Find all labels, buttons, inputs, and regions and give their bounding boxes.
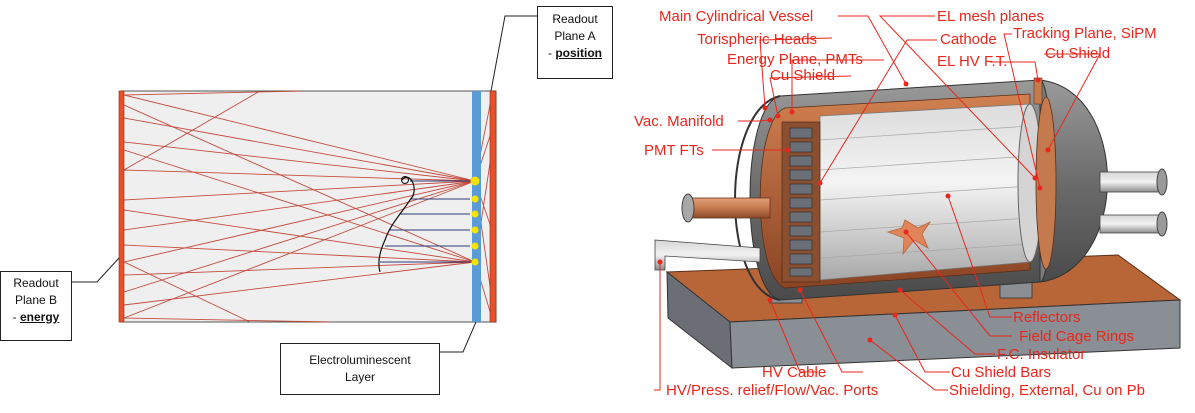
plane-a-line3: - position [538, 45, 612, 62]
tracking-plane-disk [1035, 96, 1057, 270]
label-main-cylindrical-vessel: Main Cylindrical Vessel [659, 8, 813, 25]
label-dots [657, 77, 1051, 343]
track-curl [401, 176, 409, 184]
label-cathode: Cathode [940, 31, 997, 48]
shielding-platform-side [729, 299, 1181, 369]
particle-track [378, 176, 415, 273]
label-hv-ports: HV/Press. relief/Flow/Vac. Ports [666, 382, 878, 399]
plane-a-callout: Readout Plane A - position [537, 6, 613, 79]
label-shielding-external: Shielding, External, Cu on Pb [949, 382, 1145, 399]
field-cage-panel-lines [819, 125, 1031, 259]
right-port-bottom-flange [1156, 211, 1168, 237]
drift-chamber [120, 90, 497, 323]
energy-plane-pmts [781, 121, 821, 283]
tpc-schematic [72, 15, 537, 353]
plane-b-callout: Readout Plane B - energy [0, 271, 72, 341]
next-detector-cutaway: Main Cylindrical Vessel Torispheric Head… [634, 8, 1182, 399]
drift-lines [380, 180, 470, 263]
label-el-mesh-planes: EL mesh planes [937, 8, 1044, 25]
label-cu-shield-outer: Cu Shield [1045, 45, 1110, 62]
label-field-cage-rings: Field Cage Rings [1019, 328, 1134, 345]
plane-b-prefix: - [12, 310, 20, 324]
plane-b-keyword: energy [19, 310, 60, 324]
plane-a-line1: Readout [552, 12, 598, 26]
plane-b-line2: Plane B [14, 293, 58, 307]
label-leaders [654, 15, 1101, 391]
plane-a-line2: Plane A [554, 29, 596, 43]
label-torispheric-heads: Torispheric Heads [697, 31, 817, 48]
event-star [886, 219, 932, 256]
readout-plane-b-plate [118, 90, 125, 323]
right-port-top-flange [1156, 168, 1168, 196]
el-flashes [470, 176, 480, 266]
readout-plane-a-plate [489, 90, 497, 323]
right-port-bottom [1099, 214, 1161, 234]
label-el-hv-ft: EL HV F.T. [937, 53, 1007, 70]
label-reflectors: Reflectors [1013, 309, 1081, 326]
el-layer-leader [440, 321, 477, 353]
label-cu-shield-inner: Cu Shield [770, 67, 835, 84]
plane-a-leader [490, 15, 537, 92]
el-layer-line2: Layer [344, 370, 376, 384]
label-fc-insulator: F.C. Insulator [997, 346, 1085, 363]
plane-b-leader [72, 257, 120, 283]
plane-a-prefix: - [547, 46, 556, 60]
light-rays [123, 90, 493, 323]
label-energy-plane-pmts: Energy Plane, PMTs [727, 51, 863, 68]
detector-labels: Main Cylindrical Vessel Torispheric Head… [634, 8, 1157, 399]
label-tracking-plane-sipm: Tracking Plane, SiPM [1013, 25, 1157, 42]
plane-a-keyword: position [555, 46, 602, 60]
label-hv-cable: HV Cable [762, 364, 826, 381]
label-vac-manifold: Vac. Manifold [634, 113, 724, 130]
el-layer-bar [472, 91, 481, 322]
label-pmt-fts: PMT FTs [644, 142, 704, 159]
vac-manifold-pipe [689, 197, 771, 219]
hv-port-pipe [654, 239, 761, 271]
right-port-top [1099, 171, 1161, 193]
el-layer-callout: Electroluminescent Layer [280, 343, 440, 395]
plane-b-line1: Readout [13, 276, 59, 290]
plane-b-line3: - energy [1, 309, 71, 326]
vac-manifold-flange [681, 193, 695, 223]
label-cu-shield-bars: Cu Shield Bars [951, 364, 1051, 381]
el-layer-line1: Electroluminescent [309, 353, 411, 367]
